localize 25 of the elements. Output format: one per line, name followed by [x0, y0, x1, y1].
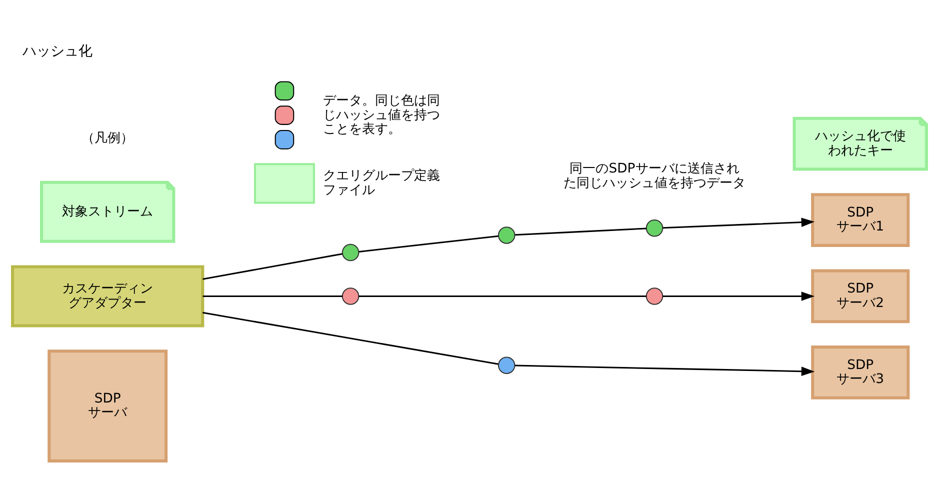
- connector: [202, 252, 343, 280]
- node-circle: [498, 356, 516, 374]
- arrow: [662, 291, 815, 300]
- node-box: カスケーディングアダプター: [11, 264, 204, 327]
- node-box: SDP サーバ: [48, 349, 168, 462]
- arrow: [662, 217, 815, 228]
- arrow: [514, 364, 815, 376]
- node-circle: [646, 219, 664, 236]
- connector: [358, 294, 646, 296]
- connector: [515, 227, 646, 236]
- legend-label: データ。同じ色は同じハッシュ値を持つことを表す。: [323, 93, 440, 136]
- node-circle: [498, 226, 516, 244]
- node-circle: [342, 287, 360, 304]
- connector: [202, 294, 342, 296]
- node-circle: [342, 243, 360, 261]
- node-box: SDP サーバ1: [811, 192, 910, 246]
- diagram-title: ハッシュ化: [22, 43, 92, 60]
- node-box: SDP サーバ3: [811, 345, 910, 399]
- node-circle: [646, 287, 664, 304]
- label: （凡例）: [82, 130, 134, 146]
- node-box: SDP サーバ2: [811, 268, 910, 323]
- label: 同一のSDPサーバに送信された同じハッシュ値を持つデータ: [564, 161, 746, 190]
- connector: [358, 234, 498, 252]
- connector: [202, 311, 498, 364]
- legend-label: クエリグループ定義ファイル: [323, 168, 440, 198]
